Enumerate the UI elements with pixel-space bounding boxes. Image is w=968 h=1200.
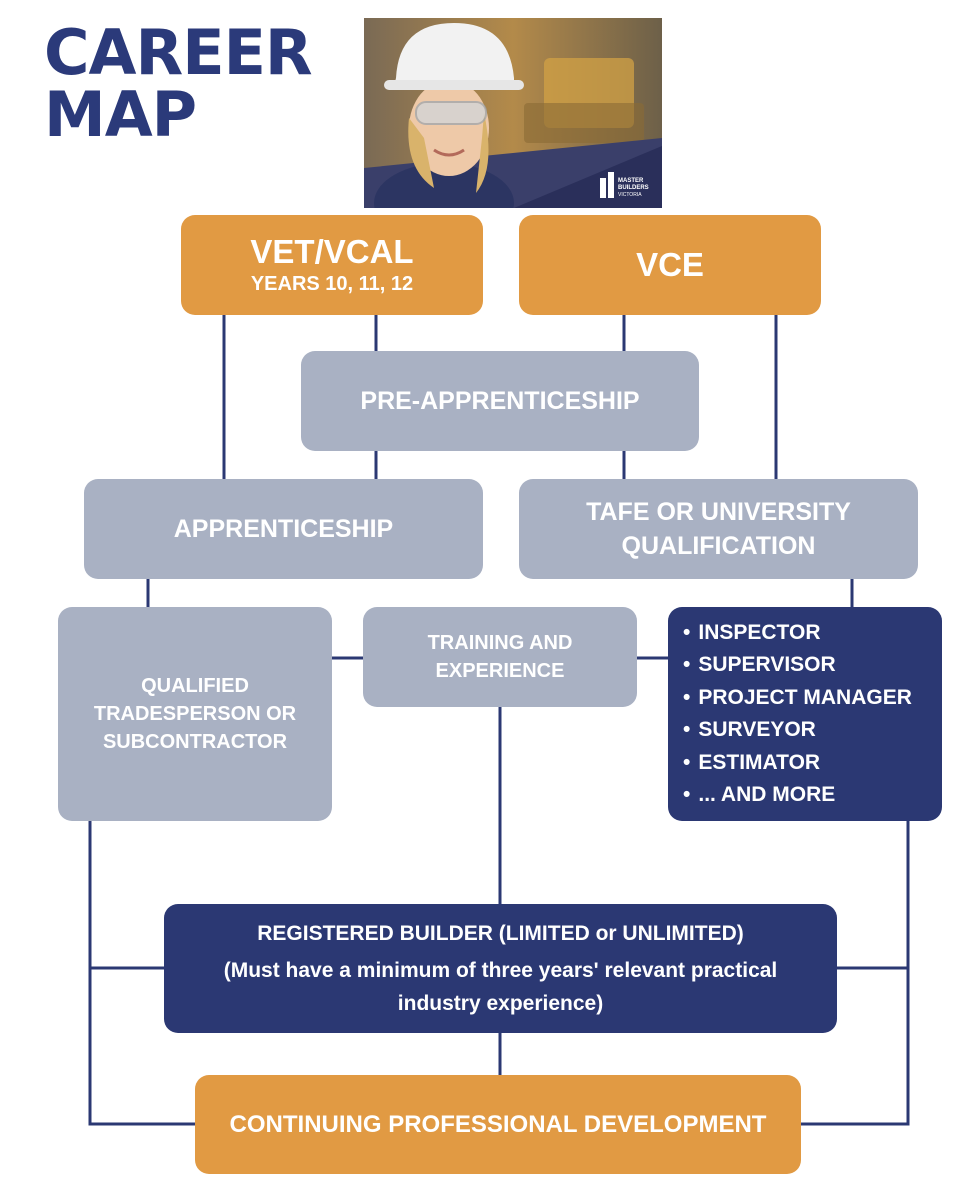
- roles-list: INSPECTOR SUPERVISOR PROJECT MANAGER SUR…: [683, 617, 912, 812]
- title-line-1: CAREER: [44, 16, 313, 89]
- vet-vcal-title: VET/VCAL: [250, 233, 414, 270]
- role-item-inspector: INSPECTOR: [683, 617, 912, 650]
- connector-line: [800, 820, 910, 1126]
- registered-builder-box: REGISTERED BUILDER (LIMITED or UNLIMITED…: [164, 904, 837, 1033]
- tafe-line-1: TAFE OR UNIVERSITY: [586, 498, 851, 526]
- qualified-line-1: QUALIFIED: [141, 675, 249, 697]
- registered-line-1: REGISTERED BUILDER (LIMITED or UNLIMITED…: [257, 922, 744, 945]
- master-builders-logo: MASTER BUILDERS VICTORIA: [600, 172, 649, 198]
- vce-box: VCE: [519, 215, 821, 315]
- training-line-1: TRAINING AND: [427, 632, 573, 654]
- roles-box: INSPECTOR SUPERVISOR PROJECT MANAGER SUR…: [668, 607, 942, 821]
- training-line-2: EXPERIENCE: [435, 660, 565, 682]
- career-map-title: CAREER MAP: [44, 16, 313, 151]
- logo-text-2: BUILDERS: [618, 185, 649, 191]
- pre-apprenticeship-label: PRE-APPRENTICESHIP: [360, 387, 640, 415]
- training-experience-box: TRAINING AND EXPERIENCE: [363, 607, 637, 707]
- cpd-label: CONTINUING PROFESSIONAL DEVELOPMENT: [229, 1110, 767, 1138]
- role-item-supervisor: SUPERVISOR: [683, 649, 912, 682]
- connector-line: [88, 820, 196, 1126]
- qualified-line-2: TRADESPERSON OR: [93, 703, 297, 725]
- title-line-2: MAP: [44, 78, 197, 151]
- qualified-line-3: SUBCONTRACTOR: [102, 731, 288, 753]
- hero-photo: MASTER BUILDERS VICTORIA: [364, 18, 662, 208]
- cpd-box: CONTINUING PROFESSIONAL DEVELOPMENT: [195, 1075, 801, 1174]
- vet-vcal-subtitle: YEARS 10, 11, 12: [250, 273, 414, 295]
- registered-line-2: (Must have a minimum of three years' rel…: [223, 959, 778, 982]
- apprenticeship-label: APPRENTICESHIP: [173, 515, 394, 543]
- worker-photo-illustration: MASTER BUILDERS VICTORIA: [364, 18, 662, 208]
- role-item-and-more: ... AND MORE: [683, 779, 912, 812]
- tafe-university-box: TAFE OR UNIVERSITY QUALIFICATION: [519, 479, 918, 579]
- role-item-surveyor: SURVEYOR: [683, 714, 912, 747]
- pre-apprenticeship-box: PRE-APPRENTICESHIP: [301, 351, 699, 451]
- qualified-tradesperson-box: QUALIFIED TRADESPERSON OR SUBCONTRACTOR: [58, 607, 332, 821]
- vet-vcal-box: VET/VCAL YEARS 10, 11, 12: [181, 215, 483, 315]
- registered-line-3: industry experience): [397, 992, 604, 1015]
- role-item-project-manager: PROJECT MANAGER: [683, 682, 912, 715]
- logo-text-3: VICTORIA: [618, 192, 642, 198]
- vce-title: VCE: [636, 246, 704, 283]
- role-item-estimator: ESTIMATOR: [683, 747, 912, 780]
- tafe-line-2: QUALIFICATION: [621, 532, 816, 560]
- apprenticeship-box: APPRENTICESHIP: [84, 479, 483, 579]
- logo-text-1: MASTER: [618, 178, 644, 184]
